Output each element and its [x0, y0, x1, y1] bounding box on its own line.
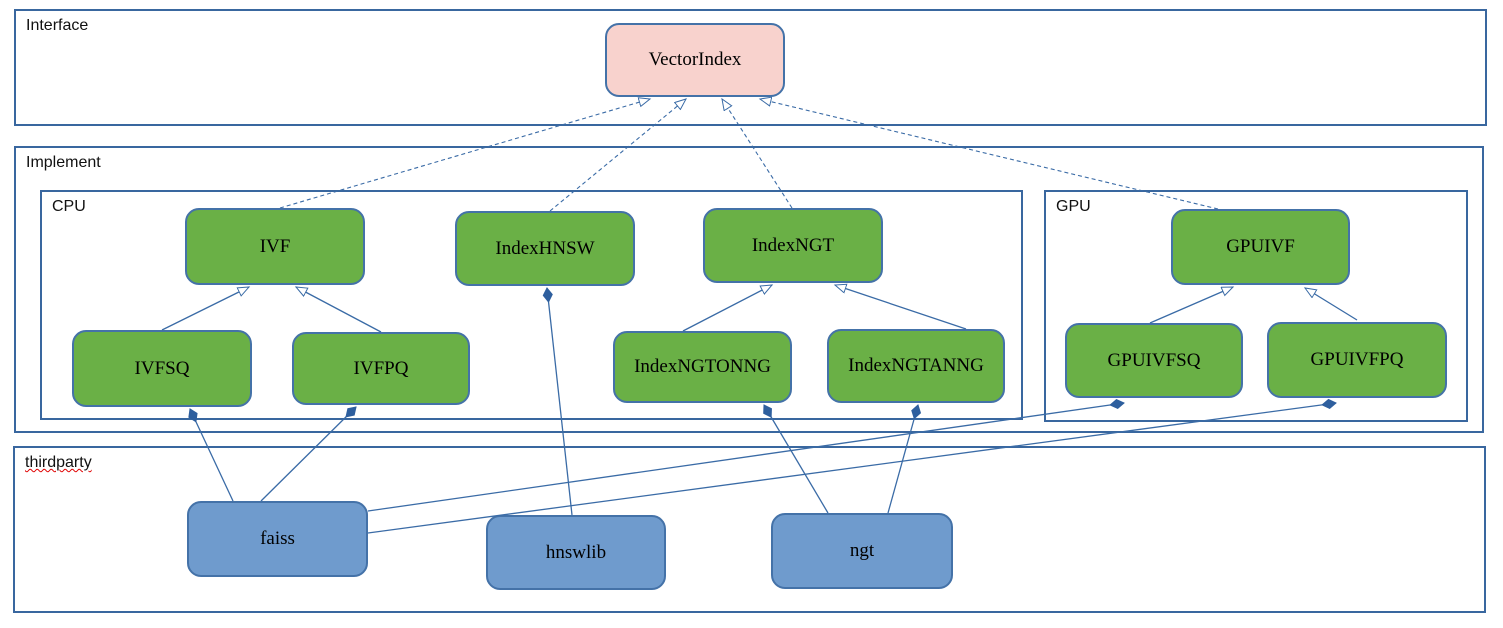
node-gpuivf-label: GPUIVF: [1226, 236, 1295, 257]
node-ivfpq-label: IVFPQ: [353, 357, 409, 379]
node-ngt-label: ngt: [849, 540, 875, 561]
node-hnswlib-label: hnswlib: [545, 541, 607, 563]
node-ivf-label: IVF: [259, 235, 291, 257]
node-indexngtonng-label: IndexNGTONNG: [634, 356, 771, 377]
node-gpuivfpq-label: GPUIVFPQ: [1310, 349, 1404, 370]
node-faiss: faiss: [187, 501, 368, 577]
container-interface-label: Interface: [26, 17, 89, 34]
node-indexhnsw-label: IndexHNSW: [495, 237, 595, 259]
node-faiss-label: faiss: [260, 528, 295, 549]
node-gpuivfsq-label: GPUIVFSQ: [1107, 349, 1201, 371]
node-gpuivfsq: GPUIVFSQ: [1065, 323, 1243, 398]
container-cpu-label: CPU: [52, 198, 86, 215]
node-indexngtonng: IndexNGTONNG: [613, 331, 792, 403]
node-hnswlib: hnswlib: [486, 515, 666, 590]
node-gpuivfpq: GPUIVFPQ: [1267, 322, 1447, 398]
node-ivfsq-label: IVFSQ: [134, 357, 190, 379]
node-vectorindex: VectorIndex: [605, 23, 785, 97]
node-ivfsq: IVFSQ: [72, 330, 252, 407]
node-indexhnsw: IndexHNSW: [455, 211, 635, 286]
node-ngt: ngt: [771, 513, 953, 589]
container-gpu-label: GPU: [1056, 198, 1091, 215]
container-thirdparty-label: thirdparty: [25, 454, 92, 471]
node-indexngtanng: IndexNGTANNG: [827, 329, 1005, 403]
node-ivfpq: IVFPQ: [292, 332, 470, 405]
node-ivf: IVF: [185, 208, 365, 285]
node-vectorindex-label: VectorIndex: [648, 49, 742, 70]
node-indexngt-label: IndexNGT: [751, 234, 835, 256]
node-indexngt: IndexNGT: [703, 208, 883, 283]
node-gpuivf: GPUIVF: [1171, 209, 1350, 285]
node-indexngtanng-label: IndexNGTANNG: [848, 355, 984, 376]
container-implement-label: Implement: [26, 154, 101, 171]
